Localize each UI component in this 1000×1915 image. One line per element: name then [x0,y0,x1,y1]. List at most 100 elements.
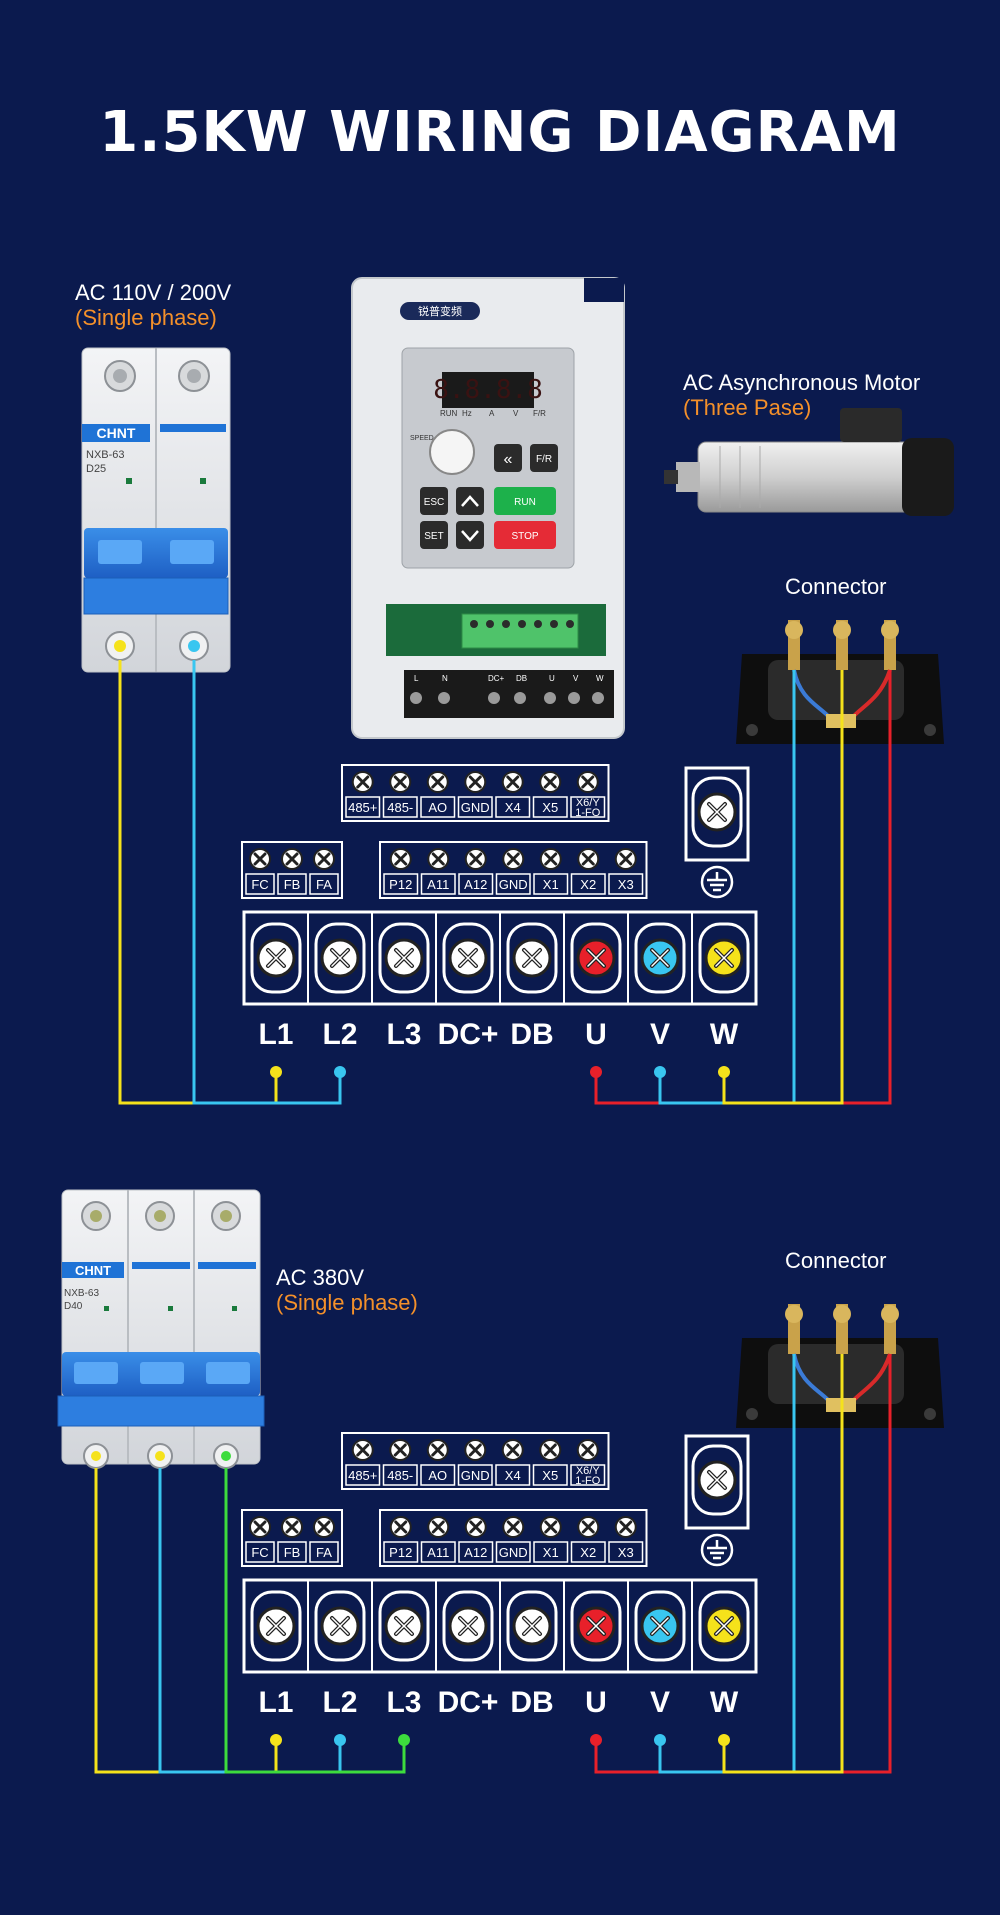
screw-terminal-icon [389,848,412,870]
screw-terminal-icon [539,1516,562,1538]
screw-terminal-icon [389,1516,412,1538]
term-top-1: 485- [387,800,413,815]
set-button[interactable] [420,521,448,549]
screw-terminal-icon [378,922,430,994]
power-terminal-label-2: L3 [386,1686,421,1719]
screw-terminal-icon [351,771,374,793]
back-button[interactable] [494,444,522,472]
term-top-2: AO [428,800,447,815]
screw-terminal-icon [427,1516,450,1538]
screw-terminal-icon [539,771,562,793]
screw-terminal-icon [570,1590,622,1662]
indicator-a: A [489,409,495,418]
motor-phase: (Three Pase) [683,395,812,420]
indicator-fr: F/R [533,409,546,418]
term-relay-2: FA [316,1545,332,1560]
term-mid-6: X3 [618,1545,634,1560]
motor-connector-block-1 [736,620,944,744]
screw-terminal-icon [539,848,562,870]
power-terminal-label-3: DC+ [438,1018,499,1051]
svg-text:RUN: RUN [514,497,536,508]
vfd-brand: 锐普变频 [418,304,462,318]
svg-text:STOP: STOP [511,531,538,542]
circuit-breaker-2pole: CHNT NXB-63 D25 [81,347,231,673]
power-terminal-label-7: W [710,1018,739,1051]
power-terminal-label-1: L2 [322,1018,357,1051]
motor-connector-block-2 [736,1304,944,1428]
supply-label-1: AC 110V / 200V (Single phase) [75,280,231,330]
term-top-5: X5 [542,800,558,815]
term-relay-0: FC [251,1545,268,1560]
vfd-term-db: DB [516,674,527,683]
power-terminal-label-7: W [710,1686,739,1719]
speed-knob[interactable] [429,429,475,475]
screw-terminal-icon [576,1439,599,1461]
fr-button[interactable] [530,444,558,472]
screw-terminal-icon [570,922,622,994]
motor-image [664,408,954,516]
power-terminal-label-5: U [585,1686,607,1719]
indicator-v: V [513,409,519,418]
power-terminal-label-0: L1 [258,1686,293,1719]
power-terminal-label-5: U [585,1018,607,1051]
screw-terminal-icon [698,922,750,994]
term-top-3: GND [461,800,490,815]
screw-terminal-icon [426,1439,449,1461]
term-top-2: AO [428,1468,447,1483]
screw-terminal-icon [464,1516,487,1538]
vfd-term-l: L [414,674,419,683]
power-terminal-label-4: DB [510,1686,553,1719]
svg-text:SET: SET [424,531,443,542]
wiring-2 [94,1354,892,1774]
inverter-device: 锐普变频 8.8.8.8 RUN Hz A V F/R SPEED « F/R … [351,277,625,739]
screw-terminal-icon [634,1590,686,1662]
screw-terminal-icon [314,1590,366,1662]
term-top-4: X4 [505,800,521,815]
screw-terminal-icon [464,848,487,870]
term-mid-5: X2 [580,877,596,892]
supply-label-2: AC 380V (Single phase) [276,1265,418,1315]
stop-button[interactable] [494,521,556,549]
motor-type: AC Asynchronous Motor [683,370,921,395]
screw-terminal-icon [442,922,494,994]
run-button[interactable] [494,487,556,515]
svg-text:1-FO: 1-FO [575,807,601,819]
screw-terminal-icon [281,1516,303,1538]
term-mid-4: X1 [543,1545,559,1560]
svg-text:1-FO: 1-FO [575,1475,601,1487]
breaker-model-2: NXB-63 [64,1288,99,1299]
screw-terminal-icon [577,848,600,870]
screw-terminal-icon [506,922,558,994]
screw-terminal-icon [442,1590,494,1662]
connector-label-2: Connector [785,1248,887,1273]
indicator-run: RUN [440,409,458,418]
breaker-brand-1: CHNT [97,425,136,441]
connector-label-1: Connector [785,574,887,599]
svg-text:«: « [504,451,513,468]
screw-terminal-icon [427,848,450,870]
term-mid-3: GND [499,1545,528,1560]
screw-terminal-icon [464,1439,487,1461]
screw-terminal-icon [249,1516,271,1538]
screw-terminal-icon [351,1439,374,1461]
screw-terminal-icon [691,776,743,848]
term-top-3: GND [461,1468,490,1483]
term-top-5: X5 [542,1468,558,1483]
esc-button[interactable] [420,487,448,515]
power-terminal-label-3: DC+ [438,1686,499,1719]
term-mid-2: A12 [464,1545,487,1560]
supply-phase-2: (Single phase) [276,1290,418,1315]
screw-terminal-icon [389,1439,412,1461]
screw-terminal-icon [539,1439,562,1461]
down-button[interactable] [456,521,484,549]
indicator-hz: Hz [462,409,472,418]
power-terminal-label-1: L2 [322,1686,357,1719]
screw-terminal-icon [313,848,335,870]
up-button[interactable] [456,487,484,515]
term-mid-0: P12 [389,877,412,892]
chevron-down-icon [461,530,479,542]
term-mid-0: P12 [389,1545,412,1560]
term-relay-1: FB [284,1545,301,1560]
